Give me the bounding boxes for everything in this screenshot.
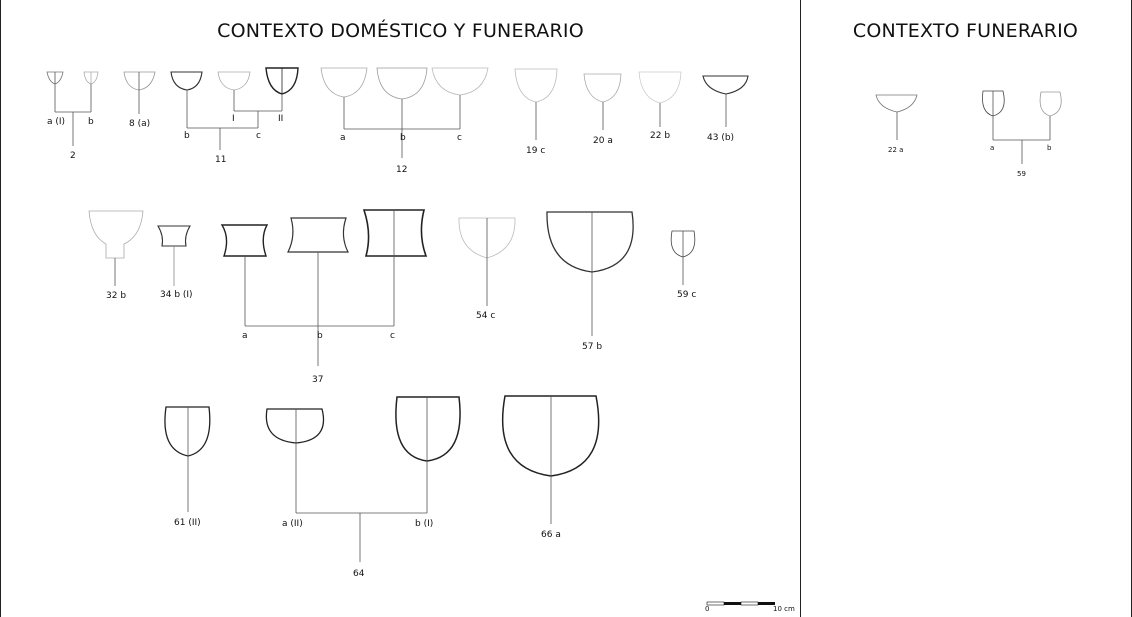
vessel-r22a: [875, 94, 918, 113]
vessel-19c: [514, 68, 558, 103]
vessel-34b: [157, 225, 191, 247]
vessel-20a: [583, 73, 622, 103]
label-37c: c: [390, 331, 395, 341]
vessel-11b: [170, 71, 203, 91]
vessel-32b: [88, 210, 144, 259]
vessel-r59b: [1039, 91, 1062, 117]
label-11: 11: [215, 155, 226, 165]
scale-label-end: 10 cm: [773, 605, 795, 613]
vessel-37b: [287, 217, 349, 253]
panel-domestic-funerary: CONTEXTO DOMÉSTICO Y FUNERARIO: [0, 0, 801, 617]
label-61II: 61 (II): [174, 518, 201, 528]
vessel-12a: [320, 67, 368, 98]
label-54c: 54 c: [476, 311, 495, 321]
label-66a: 66 a: [541, 530, 561, 540]
panel-title-domestic-funerary: CONTEXTO DOMÉSTICO Y FUNERARIO: [217, 20, 584, 42]
vessel-43b: [702, 75, 749, 95]
vessel-37c: [362, 209, 428, 257]
label-37a: a: [242, 331, 248, 341]
vessel-12c: [431, 67, 489, 96]
vessel-22b: [638, 71, 682, 104]
label-19c: 19 c: [526, 146, 545, 156]
vessel-64b: [395, 396, 461, 462]
scale-label-start: 0: [705, 605, 709, 613]
label-8: 8 (a): [129, 119, 150, 129]
label-37b: b: [317, 331, 323, 341]
label-2: 2: [70, 151, 76, 161]
label-43b: 43 (b): [707, 133, 734, 143]
label-11b: b: [184, 131, 190, 141]
label-2a: a (I): [47, 117, 65, 127]
label-r59: 59: [1017, 170, 1026, 178]
label-32b: 32 b: [106, 291, 126, 301]
vessel-37a: [220, 224, 269, 257]
label-37: 37: [312, 375, 323, 385]
scale-bar: 0 10 cm: [705, 601, 795, 613]
label-11II: II: [278, 114, 283, 124]
vessel-57b: [546, 211, 634, 273]
label-r22a: 22 a: [888, 146, 903, 154]
label-r59b: b: [1047, 144, 1052, 152]
label-20a: 20 a: [593, 136, 613, 146]
label-12: 12: [396, 165, 407, 175]
vessel-12b: [376, 67, 428, 100]
label-r59a: a: [990, 144, 994, 152]
label-59c: 59 c: [677, 290, 696, 300]
label-12a: a: [340, 133, 346, 143]
label-12b: b: [400, 133, 406, 143]
label-57b: 57 b: [582, 342, 602, 352]
label-64a: a (II): [282, 519, 303, 529]
panel-title-funerary: CONTEXTO FUNERARIO: [852, 20, 1079, 42]
label-11I: I: [232, 114, 235, 124]
label-11c: c: [256, 131, 261, 141]
label-64b: b (I): [415, 519, 433, 529]
vessel-8: [123, 71, 156, 91]
vessel-61II: [164, 406, 211, 457]
label-2b: b: [88, 117, 94, 127]
vessel-11c: [217, 71, 251, 91]
vessel-labels: a (I) b 2 8 (a) b c I II 11 a b c 12 19 …: [47, 114, 1052, 579]
vessel-64a: [265, 408, 325, 444]
label-64: 64: [353, 569, 365, 579]
label-12c: c: [457, 133, 462, 143]
label-22b: 22 b: [650, 131, 670, 141]
label-34b: 34 b (I): [160, 290, 193, 300]
